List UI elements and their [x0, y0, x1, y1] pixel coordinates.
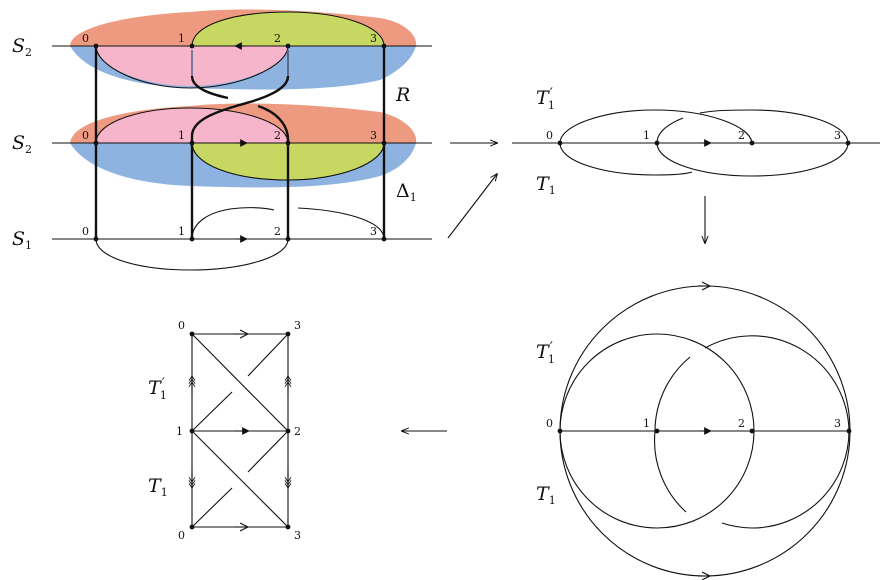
arrow-to-middle-diagonal [447, 174, 497, 239]
graph-vertex-top-right: 3 [294, 319, 301, 332]
strand-crossing-b [190, 75, 290, 239]
middle-right-oval-upper-a [656, 117, 684, 144]
middle-right-oval-lower [656, 142, 849, 177]
top-sheet-blobs [70, 9, 417, 90]
top-lower-arc [95, 45, 289, 89]
graph-vertex-mid-left: 1 [176, 425, 183, 438]
graph-diag-4a [191, 487, 233, 528]
mid-vertex-3: 3 [370, 129, 377, 142]
circle-vertex-0: 0 [546, 417, 553, 430]
graph-diag-1 [191, 333, 289, 432]
middle-left-oval-upper [559, 109, 753, 144]
left-vertex-dots [93, 43, 387, 242]
row-label-middle: S2 [12, 132, 32, 156]
circle-label-t1: T1 [536, 483, 556, 507]
middle-vertex-3: 3 [834, 129, 841, 142]
middle-vertex-0: 0 [546, 129, 553, 142]
graph-vertex-mid-right: 2 [294, 425, 301, 438]
mid-vertex-2: 2 [274, 129, 281, 142]
mid-upper-arc [95, 107, 289, 144]
bottom-upper-arc-right [297, 207, 385, 240]
region-label-r: R [395, 84, 410, 106]
bottom-lower-arc [95, 238, 289, 271]
graph-label-t1: T1 [148, 475, 168, 499]
top-vertex-3: 3 [370, 32, 377, 45]
graph-vertex-bottom-left: 0 [178, 529, 185, 542]
middle-vertex-1: 1 [643, 129, 650, 142]
graph-diag-2b [247, 333, 289, 377]
bottom-upper-arc-left [191, 207, 275, 240]
bottom-vertex-1: 1 [178, 225, 185, 238]
row-label-bottom: S1 [12, 228, 32, 252]
circle-diagram: 0 1 2 3 T′1 T1 [536, 286, 852, 576]
middle-sheet-blobs [70, 103, 417, 188]
circle-label-t1-prime: T′1 [536, 340, 555, 366]
graph-diag-2a [191, 391, 233, 432]
mid-vertex-0: 0 [82, 129, 89, 142]
top-vertex-1: 1 [178, 32, 185, 45]
graph-vertex-bottom-right: 3 [294, 529, 301, 542]
top-upper-arc [191, 11, 385, 47]
circle-vertex-2: 2 [738, 417, 745, 430]
row-label-top: S2 [12, 35, 32, 59]
region-label-delta: Δ1 [396, 180, 417, 204]
middle-label-t1: T1 [536, 173, 556, 197]
graph-diag-3 [191, 430, 289, 528]
middle-vertex-2: 2 [738, 129, 745, 142]
left-vertex-numbers: 0 1 2 3 0 1 2 3 0 1 2 3 [82, 32, 377, 238]
strand-crossing-a [190, 75, 290, 239]
top-vertex-2: 2 [274, 32, 281, 45]
top-green-region [192, 12, 384, 46]
bottom-vertex-2: 2 [274, 225, 281, 238]
graph-label-t1-prime: T′1 [148, 376, 167, 402]
top-vertex-0: 0 [82, 32, 89, 45]
middle-right-oval-upper-b [699, 109, 849, 144]
mid-vertex-1: 1 [178, 129, 185, 142]
circle-vertex-3: 3 [834, 417, 841, 430]
graph-diagram: 0 1 0 3 2 3 T′1 T1 [148, 319, 301, 542]
circle-vertex-1: 1 [643, 417, 650, 430]
bottom-vertex-3: 3 [370, 225, 377, 238]
middle-left-oval-lower [559, 142, 693, 176]
mid-pink-region [96, 108, 288, 143]
graph-diag-4b [247, 430, 289, 473]
middle-label-t1-prime: T′1 [536, 86, 555, 112]
right-inner-circle-b [653, 356, 691, 513]
graph-vertex-top-left: 0 [178, 319, 185, 332]
left-stack-diagram: 0 1 2 3 0 1 2 3 0 1 2 3 S2 S2 S1 R Δ1 [12, 9, 432, 271]
middle-oval-diagram: 0 1 2 3 T′1 T1 [512, 86, 880, 197]
bottom-vertex-0: 0 [82, 225, 89, 238]
